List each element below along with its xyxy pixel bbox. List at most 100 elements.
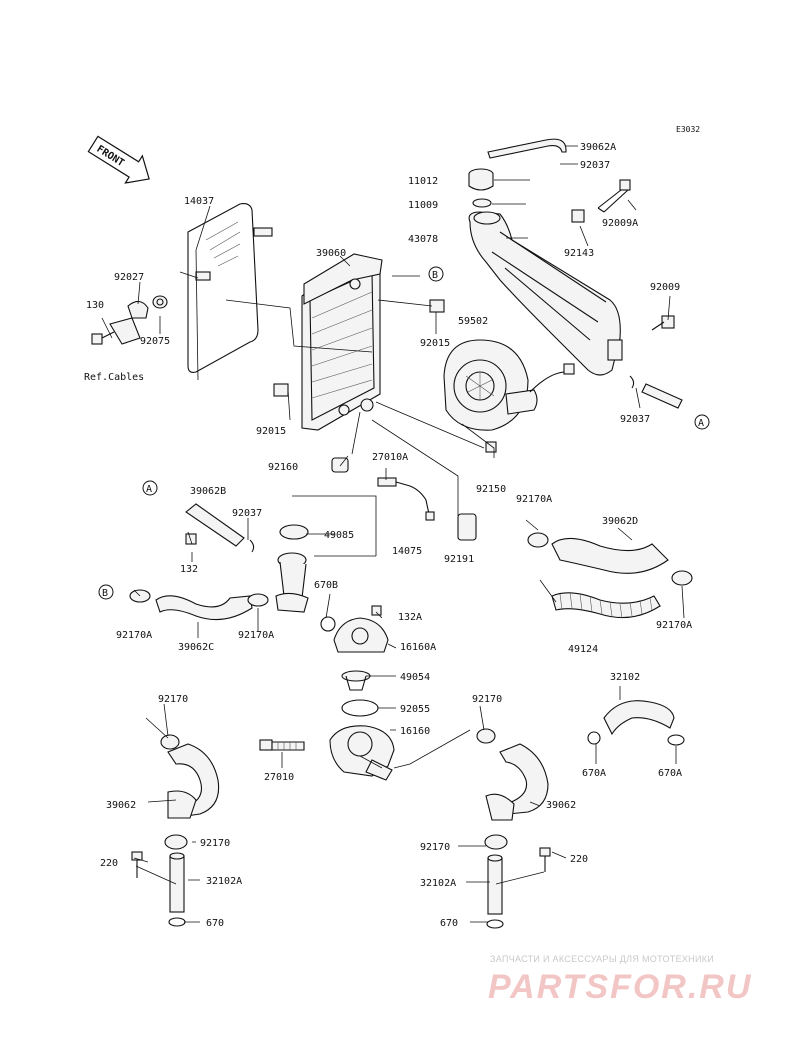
label-92170A-left: 92170A bbox=[116, 630, 152, 641]
filler-neck bbox=[275, 524, 309, 613]
collar-92075 bbox=[152, 295, 168, 309]
clamp-92170-lower-right bbox=[484, 834, 508, 850]
watermark-tagline: ЗАПЧАСТИ И АКСЕССУАРЫ ДЛЯ МОТОТЕХНИКИ bbox=[490, 954, 714, 964]
label-92027: 92027 bbox=[114, 272, 144, 283]
label-220-right: 220 bbox=[570, 854, 588, 865]
label-670B: 670B bbox=[314, 580, 338, 591]
label-39060: 39060 bbox=[316, 248, 346, 259]
bolt-92009 bbox=[651, 315, 675, 331]
label-49054: 49054 bbox=[400, 672, 430, 683]
pipe-32102A-left bbox=[169, 852, 185, 913]
label-670-right: 670 bbox=[440, 918, 458, 929]
pipe-32102 bbox=[603, 700, 675, 736]
label-220-left: 220 bbox=[100, 858, 118, 869]
cap-gasket bbox=[472, 198, 492, 208]
label-92170-lower-left: 92170 bbox=[200, 838, 230, 849]
label-16160: 16160 bbox=[400, 726, 430, 737]
label-92170-lower-right: 92170 bbox=[420, 842, 450, 853]
label-132: 132 bbox=[180, 564, 198, 575]
front-arrow-icon: FRONT bbox=[87, 135, 150, 184]
foam-92191 bbox=[457, 513, 477, 541]
label-43078: 43078 bbox=[408, 234, 438, 245]
thermostat bbox=[341, 670, 371, 691]
label-92150: 92150 bbox=[476, 484, 506, 495]
label-39062A: 39062A bbox=[580, 142, 616, 153]
label-92170A-mid: 92170A bbox=[516, 494, 552, 505]
leader-lines bbox=[101, 145, 685, 923]
svg-text:A: A bbox=[698, 418, 704, 429]
o-ring-670B bbox=[320, 616, 336, 632]
reservoir-tank bbox=[468, 211, 623, 376]
diagram-code: E3032 bbox=[676, 125, 700, 134]
label-27010: 27010 bbox=[264, 772, 294, 783]
bolt-132 bbox=[185, 533, 197, 545]
label-14075: 14075 bbox=[392, 546, 422, 557]
label-92143: 92143 bbox=[564, 248, 594, 259]
hose-39062-right bbox=[485, 743, 549, 821]
thermostat-housing bbox=[329, 725, 395, 781]
bracket-cables bbox=[109, 317, 141, 345]
bracket-92015-b bbox=[273, 383, 289, 397]
clamp-92170-lower-left bbox=[164, 834, 188, 850]
label-27010A: 27010A bbox=[372, 452, 408, 463]
label-92037-left: 92037 bbox=[232, 508, 262, 519]
label-59502: 59502 bbox=[458, 316, 488, 327]
label-39062D: 39062D bbox=[602, 516, 638, 527]
thermostat-cover bbox=[333, 617, 389, 653]
label-39062-right: 39062 bbox=[546, 800, 576, 811]
reservoir-cap bbox=[468, 168, 494, 191]
part-labels: 39062A 92037 11012 11009 92009A 43078 92… bbox=[84, 142, 692, 929]
label-32102A-left: 32102A bbox=[206, 876, 242, 887]
label-670A-left: 670A bbox=[582, 768, 606, 779]
pipe-32102A-right bbox=[487, 854, 503, 915]
label-92009A: 92009A bbox=[602, 218, 638, 229]
label-670A-right: 670A bbox=[658, 768, 682, 779]
label-92009: 92009 bbox=[650, 282, 680, 293]
label-11012: 11012 bbox=[408, 176, 438, 187]
bolt-220-right bbox=[539, 847, 551, 872]
watermark-logo: PARTSFOR.RU bbox=[488, 968, 752, 1006]
label-92160: 92160 bbox=[268, 462, 298, 473]
radiator bbox=[301, 253, 383, 431]
label-14037: 14037 bbox=[184, 196, 214, 207]
fan-switch-27010A bbox=[377, 477, 435, 521]
hose-39062B bbox=[185, 503, 245, 547]
hose-39062-left bbox=[167, 743, 220, 819]
cap-92160 bbox=[331, 457, 349, 473]
bolt-92009A bbox=[597, 179, 631, 213]
label-49124: 49124 bbox=[568, 644, 598, 655]
label-92170A-center: 92170A bbox=[238, 630, 274, 641]
clip-92037-left bbox=[249, 539, 255, 553]
grommet-92027 bbox=[127, 300, 149, 319]
svg-text:A: A bbox=[146, 484, 152, 495]
label-32102: 32102 bbox=[610, 672, 640, 683]
o-ring-670A-right bbox=[667, 734, 685, 746]
label-670-left: 670 bbox=[206, 918, 224, 929]
radiator-fan bbox=[443, 339, 575, 431]
clamp-92170A-right bbox=[671, 570, 693, 586]
label-92015-b: 92015 bbox=[256, 426, 286, 437]
bolt-130 bbox=[91, 331, 115, 345]
bolt-92150 bbox=[485, 441, 497, 453]
callout-a-right: A bbox=[694, 414, 710, 430]
radiator-shroud bbox=[187, 203, 273, 373]
callout-a-left: A bbox=[142, 480, 158, 496]
hose-39062A-lower bbox=[641, 383, 683, 409]
o-ring-670-right bbox=[486, 919, 504, 929]
label-92037-top: 92037 bbox=[580, 160, 610, 171]
label-92170A-right: 92170A bbox=[656, 620, 692, 631]
label-39062B: 39062B bbox=[190, 486, 226, 497]
label-92055: 92055 bbox=[400, 704, 430, 715]
clamp-92170-left bbox=[160, 734, 180, 750]
label-92170-right: 92170 bbox=[472, 694, 502, 705]
label-39062-left: 39062 bbox=[106, 800, 136, 811]
bolt-132A bbox=[371, 605, 382, 616]
label-132A: 132A bbox=[398, 612, 422, 623]
label-92170-left: 92170 bbox=[158, 694, 188, 705]
hose-39062C bbox=[155, 595, 253, 621]
hose-39062D bbox=[551, 537, 669, 574]
svg-text:B: B bbox=[432, 270, 438, 281]
label-32102A-right: 32102A bbox=[420, 878, 456, 889]
label-49085: 49085 bbox=[324, 530, 354, 541]
